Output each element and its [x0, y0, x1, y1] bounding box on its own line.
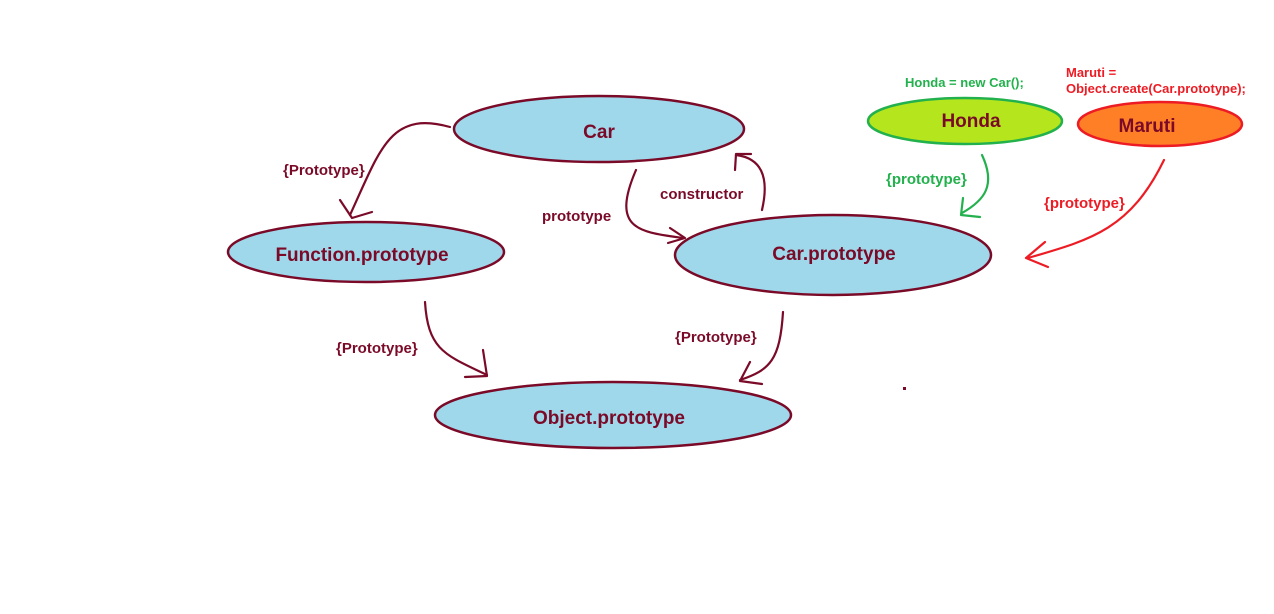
car-prototype-arrowhead [666, 226, 687, 245]
carproto-to-object-label: {Prototype} [675, 329, 757, 346]
object-prototype-node [433, 380, 793, 450]
constructor-arrow [734, 153, 766, 212]
car-to-function-arrowhead [338, 198, 374, 220]
car-prototype-arrow [625, 168, 685, 240]
carproto-to-object-arrowhead [738, 360, 764, 386]
honda-label: Honda [941, 111, 1001, 132]
honda-to-carproto-arrowhead [959, 196, 982, 219]
carproto-to-object-arrow [738, 310, 785, 382]
car-prototype-label: Car.prototype [772, 244, 896, 265]
honda-code-label: Honda = new Car(); [905, 75, 1024, 90]
constructor-edge-label: constructor [660, 186, 744, 203]
maruti-code-line2: Object.create(Car.prototype); [1066, 81, 1246, 96]
maruti-code-line1: Maruti = [1066, 65, 1117, 80]
maruti-to-carproto-label: {prototype} [1044, 195, 1125, 212]
honda-to-carproto-arrow [960, 153, 990, 215]
maruti-label: Maruti [1119, 116, 1176, 137]
car-prototype-node [673, 213, 993, 297]
maruti-to-carproto-arrowhead [1024, 240, 1050, 269]
maruti-node [1076, 100, 1244, 148]
object-prototype-label: Object.prototype [533, 408, 685, 429]
car-to-function-label: {Prototype} [283, 162, 365, 179]
function-prototype-node [226, 220, 506, 284]
honda-node [866, 96, 1064, 146]
function-to-object-arrow [423, 300, 489, 377]
function-prototype-label: Function.prototype [275, 245, 448, 266]
function-to-object-label: {Prototype} [336, 340, 418, 357]
stray-dot [903, 387, 906, 390]
car-prototype-edge-label: prototype [542, 208, 611, 225]
honda-to-carproto-label: {prototype} [886, 171, 967, 188]
constructor-arrowhead [733, 152, 753, 172]
car-label: Car [583, 122, 615, 143]
function-to-object-arrowhead [463, 348, 489, 379]
car-node [452, 94, 746, 164]
maruti-to-carproto-arrow [1026, 158, 1166, 260]
car-to-function-arrow [348, 122, 452, 217]
